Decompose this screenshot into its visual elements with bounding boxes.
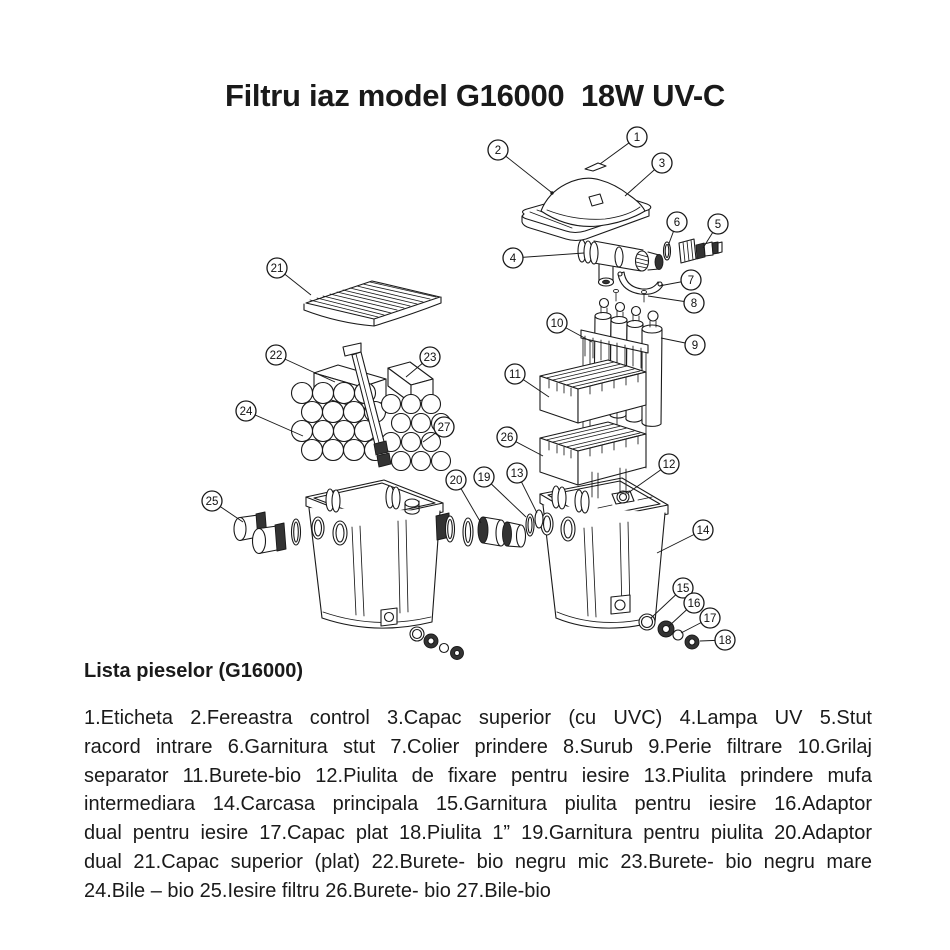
inlet-fitting	[678, 238, 723, 264]
svg-text:1: 1	[634, 132, 640, 144]
clamp	[617, 271, 664, 295]
callout-7: 7	[680, 269, 702, 291]
middle-fittings	[444, 509, 544, 548]
small-parts-left	[409, 626, 464, 660]
control-window	[588, 193, 604, 207]
svg-text:25: 25	[206, 496, 219, 508]
callout-5: 5	[707, 213, 729, 235]
window-dot	[550, 191, 554, 195]
svg-text:21: 21	[271, 263, 284, 275]
divider-plate	[342, 342, 392, 468]
svg-text:19: 19	[478, 472, 491, 484]
svg-text:13: 13	[511, 468, 524, 480]
callout-21: 21	[266, 257, 288, 279]
callout-19: 19	[473, 466, 495, 488]
callout-2: 2	[487, 139, 509, 161]
callout-22: 22	[265, 344, 287, 366]
stut-gasket	[662, 241, 672, 261]
parts-list-line: dual 21.Capac superior (plat) 22.Burete-…	[84, 850, 872, 873]
bio-sponge	[539, 359, 647, 424]
svg-text:23: 23	[424, 352, 437, 364]
svg-text:3: 3	[659, 158, 665, 170]
callout-15: 15	[672, 577, 694, 599]
parts-list: 1.Eticheta 2.Fereastra control 3.Capac s…	[84, 704, 872, 906]
page-title: Filtru iaz model G16000 18W UV-C	[224, 78, 726, 113]
svg-text:15: 15	[677, 583, 690, 595]
svg-text:20: 20	[450, 475, 463, 487]
callout-20: 20	[445, 469, 467, 491]
callout-8: 8	[683, 292, 705, 314]
callout-27: 27	[433, 416, 455, 438]
svg-text:16: 16	[688, 598, 701, 610]
callout-11: 11	[504, 363, 526, 385]
top-cover-assembly	[521, 162, 652, 242]
svg-text:6: 6	[674, 217, 680, 229]
screws	[613, 288, 647, 303]
callout-23: 23	[419, 346, 441, 368]
callout-12: 12	[658, 453, 680, 475]
svg-text:24: 24	[240, 406, 253, 418]
parts-list-line: separator 11.Burete-bio 12.Piulita de fi…	[84, 764, 872, 787]
label-strip	[584, 162, 607, 172]
svg-text:2: 2	[495, 145, 501, 157]
svg-text:10: 10	[551, 318, 564, 330]
svg-text:26: 26	[501, 432, 514, 444]
callout-4: 4	[502, 247, 524, 269]
main-housing	[539, 477, 669, 629]
small-parts-right	[638, 613, 700, 650]
callout-10: 10	[546, 312, 568, 334]
svg-text:8: 8	[691, 298, 697, 310]
svg-text:11: 11	[509, 369, 521, 381]
callout-24: 24	[235, 400, 257, 422]
callout-1: 1	[626, 126, 648, 148]
callout-17: 17	[699, 607, 721, 629]
parts-list-line: racord intrare 6.Garnitura stut 7.Colier…	[84, 735, 872, 758]
svg-text:7: 7	[688, 275, 694, 287]
filter-outlet	[233, 511, 302, 555]
parts-list-line: dual pentru iesire 17.Capac plat 18.Piul…	[84, 822, 872, 845]
parts-list-line: 1.Eticheta 2.Fereastra control 3.Capac s…	[84, 707, 872, 729]
parts-list-line: intermediara 14.Carcasa principala 15.Ga…	[84, 793, 872, 816]
left-bucket	[305, 479, 451, 629]
callout-26: 26	[496, 426, 518, 448]
svg-text:5: 5	[715, 219, 721, 231]
callout-9: 9	[684, 334, 706, 356]
svg-text:4: 4	[510, 253, 517, 265]
svg-text:17: 17	[704, 613, 717, 625]
flat-lid	[303, 280, 442, 327]
svg-text:9: 9	[692, 340, 698, 352]
parts-list-heading: Lista pieselor (G16000)	[84, 660, 303, 682]
callout-3: 3	[651, 152, 673, 174]
stack-rails	[591, 467, 627, 499]
callout-25: 25	[201, 490, 223, 512]
svg-text:18: 18	[719, 635, 732, 647]
svg-text:22: 22	[270, 350, 283, 362]
uv-lamp	[577, 239, 664, 287]
callout-6: 6	[666, 211, 688, 233]
callout-18: 18	[714, 629, 736, 651]
callout-13: 13	[506, 462, 528, 484]
callout-16: 16	[683, 592, 705, 614]
svg-text:12: 12	[663, 459, 676, 471]
callout-14: 14	[692, 519, 714, 541]
svg-text:14: 14	[697, 525, 710, 537]
parts-list-line: 24.Bile – bio 25.Iesire filtru 26.Burete…	[84, 879, 551, 902]
cover-dome	[540, 177, 646, 227]
svg-text:27: 27	[438, 422, 451, 434]
